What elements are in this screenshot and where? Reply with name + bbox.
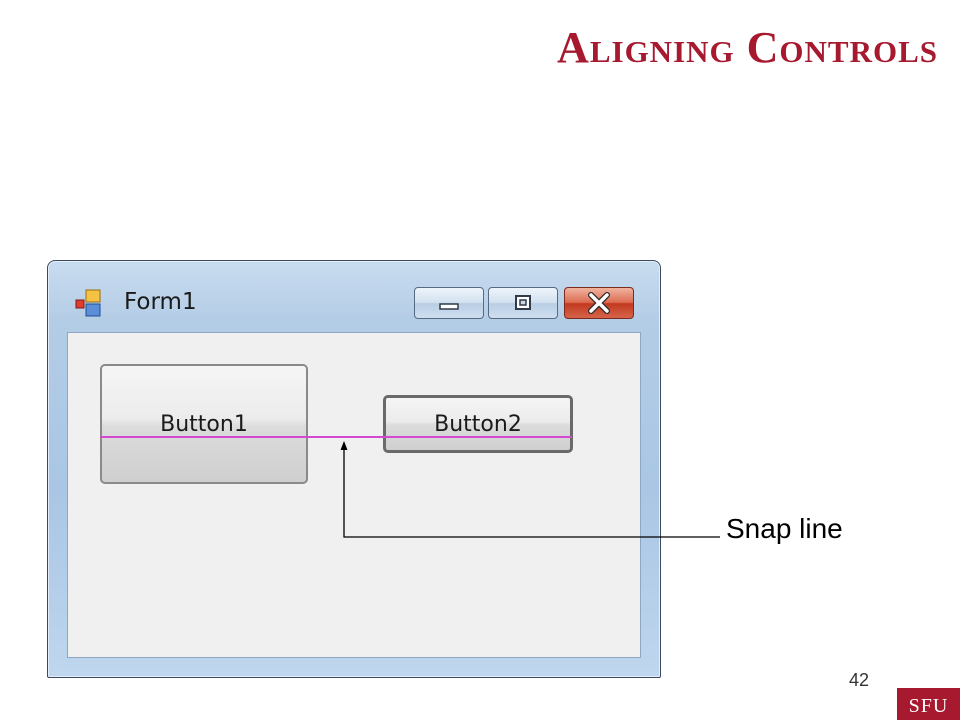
maximize-icon [515, 295, 531, 310]
minimize-button[interactable] [414, 287, 484, 319]
slide-title: Aligning Controls [557, 23, 938, 72]
button2[interactable]: Button2 [383, 395, 573, 453]
maximize-button[interactable] [488, 287, 558, 319]
close-button[interactable] [564, 287, 634, 319]
sfu-logo: SFU [897, 688, 960, 720]
button1[interactable]: Button1 [100, 364, 308, 484]
snap-line [100, 436, 572, 438]
close-icon [588, 292, 610, 314]
snap-line-label: Snap line [726, 513, 843, 544]
window-title: Form1 [124, 289, 197, 315]
form-client-area: Button1 Button2 [67, 332, 641, 658]
form-app-icon [75, 289, 101, 317]
form-window: Form1 Button1 Button2 [47, 260, 661, 678]
page-number: 42 [849, 670, 870, 690]
minimize-icon [439, 303, 459, 310]
